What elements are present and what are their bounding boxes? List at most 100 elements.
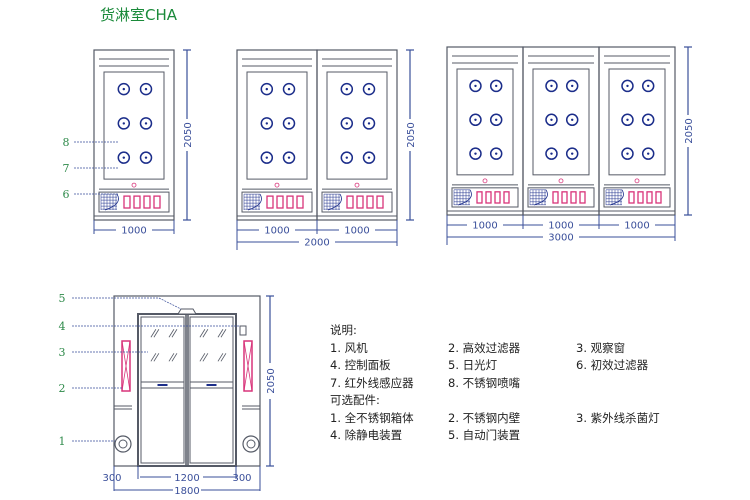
hepa-filter (121, 340, 131, 392)
nozzle-center-icon (265, 156, 268, 159)
glass-mark (171, 329, 178, 338)
legend-item: 1. 风机 (330, 340, 368, 355)
diagram-title: 货淋室CHA (100, 6, 178, 24)
glass-mark (150, 329, 157, 338)
nozzle-center-icon (626, 84, 629, 88)
nozzle-panel (608, 68, 666, 176)
callout-number: 2 (59, 382, 66, 395)
legend-item: 8. 不锈钢喷嘴 (448, 375, 521, 390)
prefilter-element (646, 191, 653, 204)
legend-item: 6. 初效过滤器 (576, 358, 649, 372)
width-dimension-label: 1000 (121, 226, 146, 237)
glass-mark (199, 329, 206, 338)
curtain-curve (104, 193, 119, 211)
callout-number: 7 (63, 162, 70, 175)
infrared-sensor-icon (558, 178, 564, 184)
glass-mark (153, 353, 160, 362)
nozzle-center-icon (495, 118, 498, 122)
fan-icon (114, 435, 132, 453)
height-dimension-label: 2050 (266, 368, 277, 393)
nozzle-center-icon (265, 122, 268, 125)
infrared-sensor-icon (482, 178, 488, 184)
nozzle-center-icon (626, 152, 629, 155)
width-dimension-label: 1000 (264, 226, 289, 237)
legend-item: 5. 日光灯 (448, 358, 498, 372)
prefilter-element (561, 191, 568, 204)
module-frame (316, 49, 398, 221)
nozzle-center-icon (287, 122, 291, 125)
option-item: 2. 不锈钢内壁 (448, 410, 521, 425)
prefilter-element (637, 191, 644, 204)
prefilter-element (143, 195, 151, 209)
nozzle-center-icon (495, 152, 498, 155)
option-item: 4. 除静电装置 (330, 428, 403, 442)
nozzle-center-icon (287, 87, 291, 91)
curtain-curve (457, 189, 472, 206)
nozzle-center-icon (265, 87, 268, 91)
curtain-curve (533, 189, 548, 206)
nozzle-center-icon (571, 118, 574, 122)
nozzle-center-icon (474, 118, 477, 122)
nozzle-center-icon (122, 122, 126, 125)
prefilter-element (346, 195, 354, 209)
nozzle-center-icon (550, 84, 553, 88)
prefilter-element (494, 191, 501, 204)
filter-compartment (321, 191, 393, 213)
glass-mark (153, 329, 160, 338)
height-dimension-label: 2050 (406, 122, 417, 147)
nozzle-center-icon (144, 122, 148, 125)
height-dimension-label: 2050 (684, 118, 695, 143)
glass-mark (220, 329, 227, 338)
callout-number: 3 (59, 346, 66, 359)
nozzle-center-icon (367, 122, 371, 125)
option-item: 5. 自动门装置 (448, 428, 521, 442)
total-width-label: 2000 (304, 238, 329, 249)
glass-mark (199, 353, 206, 362)
glass-mark (220, 353, 227, 362)
module-frame (598, 46, 676, 216)
prefilter-element (628, 191, 635, 204)
total-depth-label: 1800 (174, 486, 199, 497)
prefilter-element (266, 195, 274, 209)
callout-number: 5 (59, 292, 66, 305)
nozzle-center-icon (495, 84, 498, 88)
legend-item: 7. 红外线感应器 (330, 375, 414, 390)
option-item: 1. 全不锈钢箱体 (330, 410, 414, 425)
prefilter-element (356, 195, 364, 209)
fan-hub-icon (118, 439, 128, 449)
prefilter-element (476, 191, 483, 204)
total-width-label: 3000 (548, 233, 573, 244)
nozzle-panel (456, 68, 514, 176)
nozzle-center-icon (122, 156, 126, 159)
depth-dimension-label: 300 (232, 473, 251, 484)
filter-compartment (603, 187, 671, 208)
glass-mark (202, 329, 209, 338)
callout-number: 8 (63, 136, 70, 149)
infrared-sensor-icon (131, 182, 137, 188)
legend-item: 2. 高效过滤器 (448, 340, 521, 355)
option-item: 3. 紫外线杀菌灯 (576, 410, 660, 425)
nozzle-center-icon (647, 152, 650, 155)
nozzle-center-icon (144, 156, 148, 159)
prefilter-element (570, 191, 577, 204)
prefilter-element (655, 191, 662, 204)
width-dimension-label: 1000 (548, 221, 573, 232)
nozzle-center-icon (345, 87, 348, 91)
legend-item: 3. 观察窗 (576, 340, 626, 355)
curtain-curve (327, 193, 342, 211)
nozzle-center-icon (367, 156, 371, 159)
prefilter-element (133, 195, 141, 209)
glass-mark (202, 353, 209, 362)
prefilter-element (376, 195, 384, 209)
filter-compartment (527, 187, 595, 208)
filter-compartment (451, 187, 519, 208)
depth-dimension-label: 1200 (174, 473, 199, 484)
observation-window (189, 316, 234, 383)
control-panel-icon (239, 325, 247, 336)
filter-diag (121, 340, 131, 392)
